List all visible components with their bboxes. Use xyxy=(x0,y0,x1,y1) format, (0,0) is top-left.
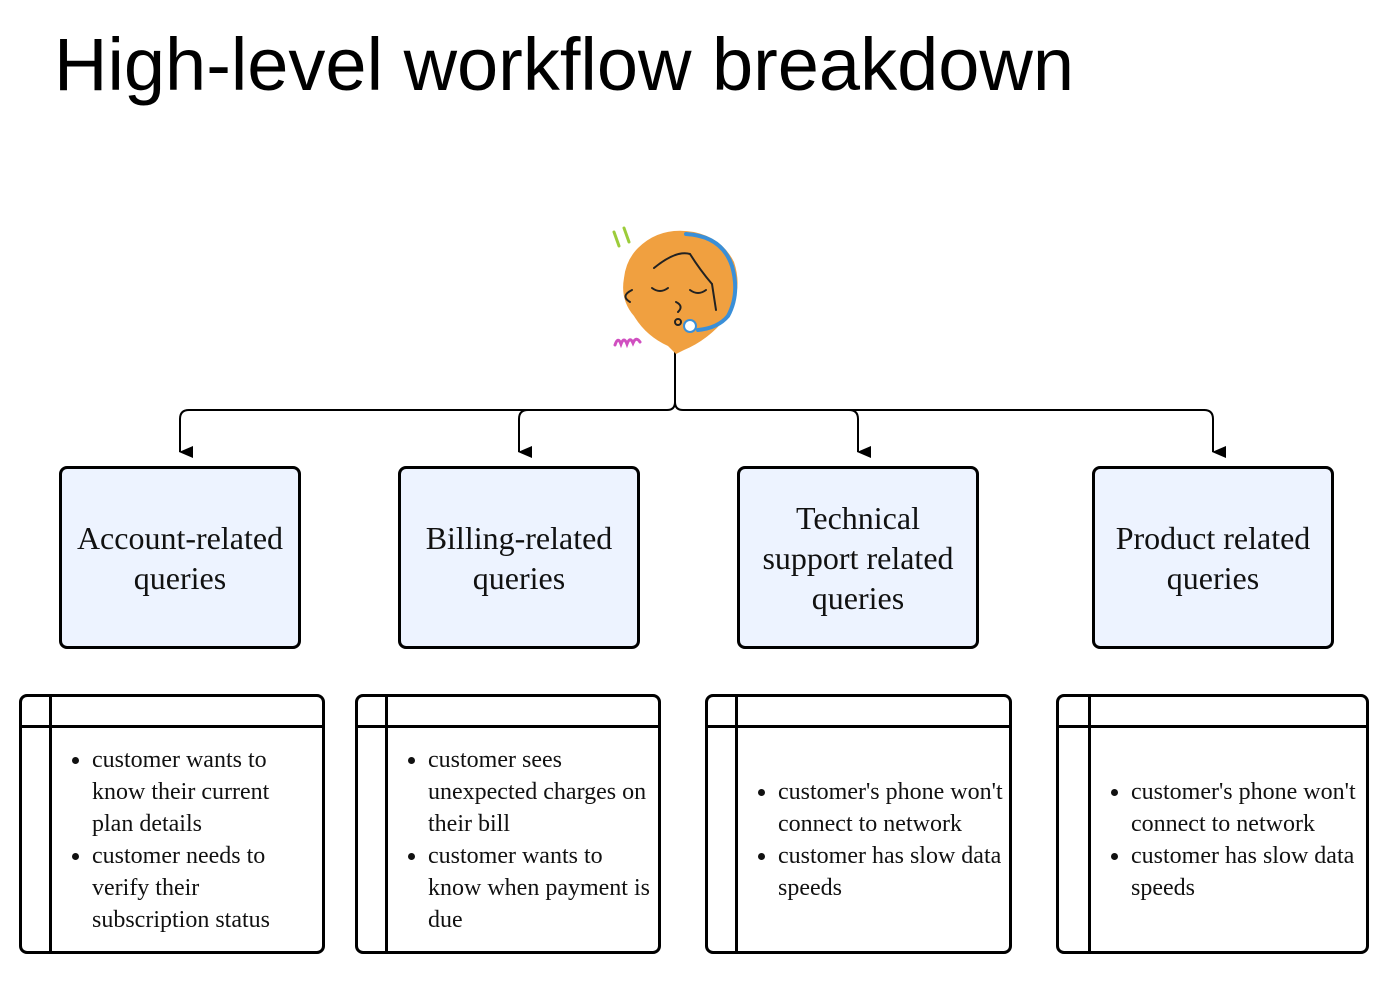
card-header-band xyxy=(358,697,658,728)
card-side-band xyxy=(385,697,388,951)
examples-card-account: customer wants to know their current pla… xyxy=(19,694,325,954)
list-item: customer sees unexpected charges on thei… xyxy=(428,744,652,840)
card-side-band xyxy=(735,697,738,951)
card-side-band xyxy=(1088,697,1091,951)
list-item: customer wants to know their current pla… xyxy=(92,744,316,840)
category-label: Technical support related queries xyxy=(762,499,954,616)
connector-arrow-billing xyxy=(518,409,532,458)
examples-card-billing: customer sees unexpected charges on thei… xyxy=(355,694,661,954)
card-header-band xyxy=(708,697,1009,728)
list-item: customer has slow data speeds xyxy=(778,840,1003,904)
list-item: customer's phone won't connect to networ… xyxy=(1131,776,1360,840)
connector-arrow-technical xyxy=(848,409,871,458)
examples-list: customer wants to know their current pla… xyxy=(52,744,316,936)
list-item: customer's phone won't connect to networ… xyxy=(778,776,1003,840)
examples-list: customer sees unexpected charges on thei… xyxy=(388,744,652,936)
category-technical-support: Technical support related queries xyxy=(737,466,979,649)
examples-list: customer's phone won't connect to networ… xyxy=(738,776,1003,904)
connector-arrow-product xyxy=(1203,409,1226,458)
category-billing: Billing-related queries xyxy=(398,466,640,649)
category-account: Account-related queries xyxy=(59,466,301,649)
support-agent-headset-icon xyxy=(612,226,738,354)
card-side-band xyxy=(49,697,52,951)
card-header-band xyxy=(22,697,322,728)
connector-trunk xyxy=(666,352,676,411)
examples-card-product: customer's phone won't connect to networ… xyxy=(1056,694,1369,954)
page-title: High-level workflow breakdown xyxy=(54,23,1074,106)
category-label: Account-related queries xyxy=(76,519,284,596)
connector-arrow-account xyxy=(179,409,193,458)
list-item: customer needs to verify their subscript… xyxy=(92,840,316,936)
list-item: customer has slow data speeds xyxy=(1131,840,1360,904)
list-item: customer wants to know when payment is d… xyxy=(428,840,652,936)
connector-trunk-right xyxy=(674,401,684,411)
category-label: Product related queries xyxy=(1115,519,1311,596)
category-product: Product related queries xyxy=(1092,466,1334,649)
card-header-band xyxy=(1059,697,1366,728)
category-label: Billing-related queries xyxy=(425,519,613,596)
examples-card-technical-support: customer's phone won't connect to networ… xyxy=(705,694,1012,954)
examples-list: customer's phone won't connect to networ… xyxy=(1091,776,1360,904)
